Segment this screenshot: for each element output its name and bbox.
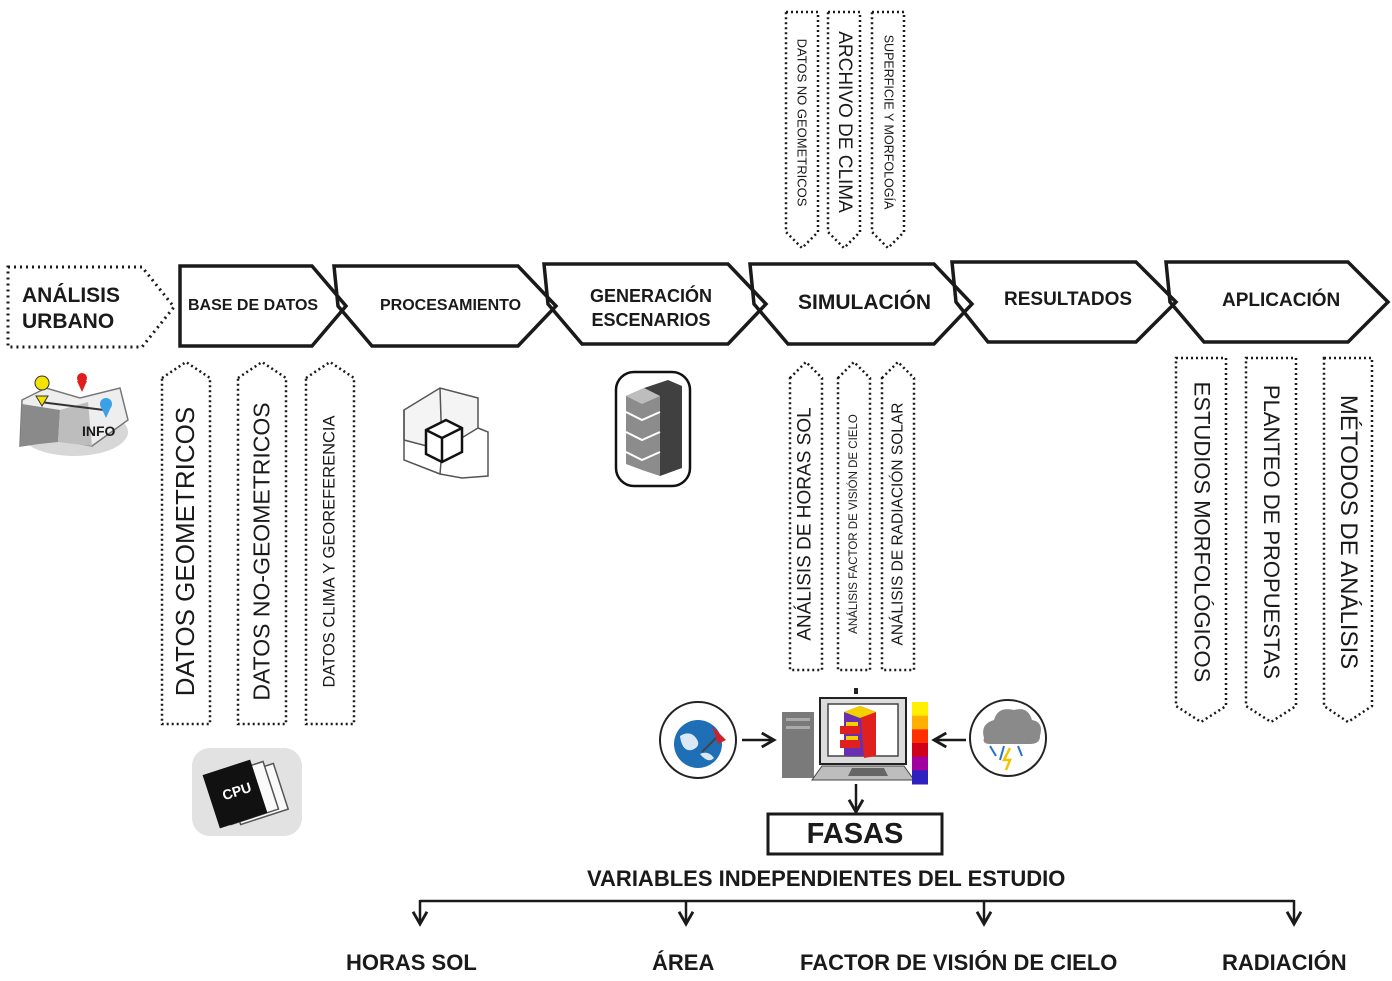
phase-label-sim: SIMULACIÓN [798,291,931,314]
tag-shape-sim-input-2 [826,10,862,250]
color-scale-segment [912,729,928,744]
tag-shape-sim-output-2 [836,360,872,672]
phase-chevron-apl [1164,260,1391,344]
tag-metodos-analisis: MÉTODOS DE ANÁLISIS [1335,394,1362,670]
variables-title: VARIABLES INDEPENDIENTES DEL ESTUDIO [587,866,1066,891]
cpu-icon [192,748,302,836]
color-scale-bar [912,702,928,785]
phase-chevron-gen [542,262,769,346]
tag-analisis-factor-vision-cielo: ANÁLISIS FACTOR DE VISIÓN DE CIELO [848,414,860,634]
phase-chevron-analisis [6,265,176,349]
phase-label-proc: PROCESAMIENTO [380,297,522,314]
phase-label-gen: GENERACIÓN ESCENARIOS [590,286,713,330]
tag-shape-sim-output-1 [788,360,824,672]
phase-label-analisis: ANÁLISIS URBANO [22,284,121,333]
tag-datos-geometricos: DATOS GEOMETRICOS [170,406,201,696]
globe-pin-icon [659,701,737,779]
tag-sim-input-datos-no-geometricos: DATOS NO GEOMETRICOS [794,38,810,206]
variables-bracket [411,899,1303,927]
tag-datos-clima-georeferencia: DATOS CLIMA Y GEOREFERENCIA [320,414,339,688]
map-info-label: INFO [82,423,116,439]
tag-estudios-morfologicos: ESTUDIOS MORFOLÓGICOS [1189,381,1215,683]
tag-shape-db-1 [160,360,212,726]
color-scale-segment [912,743,928,758]
tag-shape-app-2 [1244,356,1298,724]
tag-analisis-horas-sol: ANÁLISIS DE HORAS SOL [795,407,817,641]
fasas-box [766,812,944,856]
tag-shape-sim-input-1 [784,10,820,250]
tag-shape-sim-input-3 [870,10,906,250]
color-scale-segment [912,770,928,785]
computer-icon [782,688,915,781]
processing-box-icon [403,387,489,479]
color-scale-segment [912,715,928,730]
phase-label-base: BASE DE DATOS [188,297,319,314]
phase-chevron-base [178,264,349,348]
tag-shape-db-3 [304,360,356,726]
variable-horas-sol: HORAS SOL [346,950,477,975]
fasas-label: FASAS [806,818,904,850]
tag-shape-sim-output-3 [880,360,916,672]
color-scale-segment [912,702,928,717]
color-scale-segment [912,756,928,771]
tag-shape-app-1 [1174,356,1228,724]
tag-datos-no-geometricos: DATOS NO-GEOMETRICOS [248,401,275,701]
tag-sim-input-archivo-clima: ARCHIVO DE CLIMA [834,31,855,213]
phase-chevron-proc [332,264,559,348]
tag-shape-app-3 [1322,356,1374,724]
tag-shape-db-2 [236,360,288,726]
phase-label-res: RESULTADOS [1004,289,1133,310]
phase-chevron-res [950,260,1179,344]
scenario-building-icon [614,370,692,488]
variable-radiacion: RADIACIÓN [1222,950,1347,975]
phase-chevron-sim [748,262,975,346]
phase-label-apl: APLICACIÓN [1222,290,1341,311]
variable-area: ÁREA [652,950,715,975]
weather-storm-icon [969,699,1047,777]
tag-planteo-propuestas: PLANTEO DE PROPUESTAS [1259,384,1284,680]
variable-factor-vision-cielo: FACTOR DE VISIÓN DE CIELO [800,950,1118,975]
tag-analisis-radiacion-solar: ANÁLISIS DE RADIACIÓN SOLAR [889,402,906,646]
map-pins-icon [19,373,129,456]
tag-sim-input-superficie-morfologia: SUPERFICIE Y MORFOLOGÍA [881,34,896,210]
